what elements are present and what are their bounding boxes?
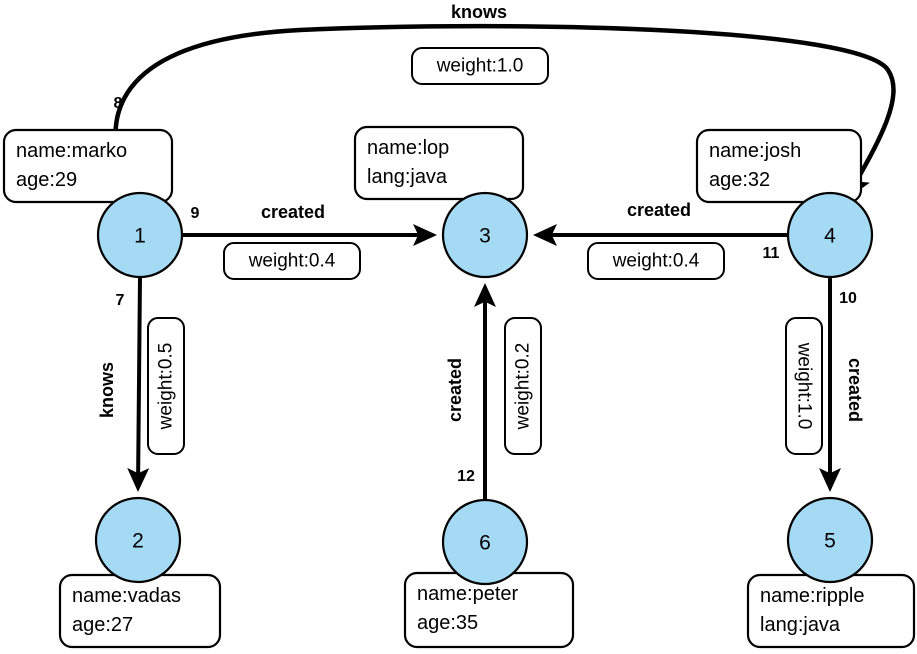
property-text: age:27 (72, 614, 133, 636)
property-text: name:josh (709, 140, 801, 162)
edge-weight-box-12: weight:0.2 (504, 317, 542, 455)
property-text: age:29 (16, 169, 77, 191)
node-label-6: 6 (479, 532, 491, 555)
weight-box-rect-12 (504, 317, 542, 455)
property-box-node-6: name:peter age:35 (403, 571, 575, 649)
property-text: age:35 (417, 612, 478, 634)
edge-type-label-9: created (261, 202, 325, 222)
weight-label-9: weight:0.4 (248, 251, 336, 272)
edge-weight-box-10: weight:1.0 (785, 317, 823, 455)
property-box-rect-1 (2, 128, 174, 204)
property-text: lang:java (760, 614, 841, 636)
edge-id-label-12: 12 (457, 468, 475, 485)
property-box-node-2: name:vadas age:27 (58, 573, 222, 649)
labels-layer: 8 knows weight:1.0 9 created weight:0.4 11 crea… (97, 2, 865, 485)
node-5[interactable]: 5 (786, 496, 874, 584)
weight-label-10: weight:1.0 (794, 342, 815, 430)
weight-box-rect-7 (147, 317, 185, 455)
property-text: name:lop (367, 137, 449, 159)
edge-type-label-8: knows (451, 2, 507, 22)
node-label-1: 1 (134, 225, 146, 248)
node-circle-6[interactable] (441, 498, 529, 586)
property-box-node-1: name:marko age:29 (2, 128, 174, 204)
property-box-rect-3 (353, 125, 525, 201)
property-text: lang:java (367, 166, 448, 188)
property-text: name:peter (417, 583, 519, 605)
edge-weight-box-8: weight:1.0 (411, 47, 549, 85)
nodes-layer: name:marko age:29 name:vadas age:27 name:lop… (2, 125, 916, 649)
node-label-3: 3 (479, 225, 491, 248)
property-box-node-4: name:josh age:32 (695, 128, 863, 204)
node-6[interactable]: 6 (441, 498, 529, 586)
weight-box-rect-11 (587, 242, 725, 280)
edge-id-label-9: 9 (191, 205, 200, 222)
edge-weight-box-9: weight:0.4 (223, 242, 361, 280)
node-circle-3[interactable] (441, 191, 529, 279)
node-circle-2[interactable] (94, 496, 182, 584)
node-3[interactable]: 3 (441, 191, 529, 279)
edges-layer (113, 23, 896, 500)
weight-label-8: weight:1.0 (436, 56, 524, 77)
property-text: name:marko (16, 140, 127, 162)
edge-line-8 (113, 23, 896, 200)
property-text: name:ripple (760, 585, 865, 607)
weight-box-rect-10 (785, 317, 823, 455)
edge-type-label-12: created (445, 358, 465, 422)
edge-weight-box-11: weight:0.4 (587, 242, 725, 280)
weight-label-11: weight:0.4 (612, 251, 700, 272)
node-4[interactable]: 4 (786, 191, 874, 279)
property-text: age:32 (709, 169, 770, 191)
edge-id-label-7: 7 (116, 292, 125, 309)
node-label-2: 2 (132, 530, 144, 553)
edge-id-label-11: 11 (763, 245, 780, 262)
weight-label-7: weight:0.5 (156, 343, 177, 431)
node-1[interactable]: 1 (96, 191, 184, 279)
edge-id-label-10: 10 (839, 290, 857, 307)
node-circle-4[interactable] (786, 191, 874, 279)
property-box-node-5: name:ripple lang:java (746, 573, 916, 649)
node-circle-5[interactable] (786, 496, 874, 584)
edge-7-knows[interactable] (127, 276, 150, 492)
edge-8-knows[interactable] (113, 23, 896, 200)
node-label-4: 4 (824, 225, 836, 248)
edge-type-label-7: knows (97, 362, 117, 418)
weight-label-12: weight:0.2 (513, 343, 534, 431)
edge-line-7 (127, 276, 150, 492)
edge-type-label-10: created (845, 358, 865, 422)
property-text: name:vadas (72, 585, 181, 607)
weight-box-rect-9 (223, 242, 361, 280)
node-2[interactable]: 2 (94, 496, 182, 584)
node-circle-1[interactable] (96, 191, 184, 279)
property-box-rect-4 (695, 128, 863, 204)
property-box-node-3: name:lop lang:java (353, 125, 525, 201)
node-label-5: 5 (824, 530, 836, 553)
edge-id-label-8: 8 (114, 95, 123, 112)
edge-weight-box-7: weight:0.5 (147, 317, 185, 455)
weight-box-rect-8 (411, 47, 549, 85)
edge-type-label-11: created (627, 200, 691, 220)
